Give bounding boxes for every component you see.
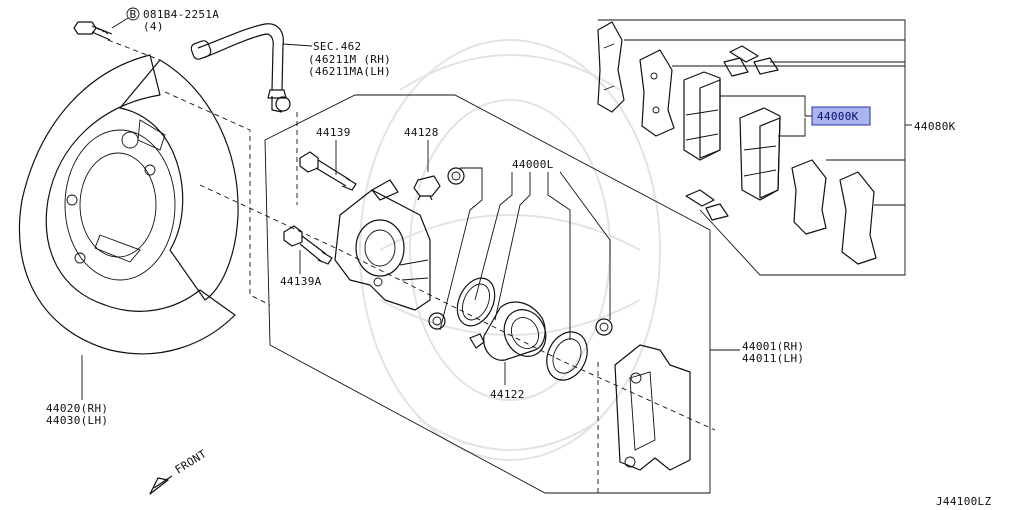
- pad-shim-inner[interactable]: [639, 49, 675, 137]
- pad-shim-outer[interactable]: [597, 21, 625, 113]
- label-caliper-lh[interactable]: 44011(LH): [742, 352, 804, 365]
- label-front: FRONT: [173, 447, 209, 476]
- pad-kit-callout[interactable]: 44000K: [811, 106, 871, 126]
- piston-seal[interactable]: [450, 272, 502, 332]
- label-hose-lh[interactable]: (46211MA(LH): [308, 65, 391, 78]
- brake-backing-plate[interactable]: [18, 54, 239, 355]
- backing-plate-bolt[interactable]: [73, 21, 113, 41]
- caliper-torque-member[interactable]: [597, 344, 691, 493]
- brake-hose[interactable]: [190, 23, 291, 113]
- label-bolt-qty: (4): [143, 20, 164, 33]
- pin-boot-upper[interactable]: [595, 318, 613, 336]
- label-bolt-ref[interactable]: 081B4-2251A: [143, 8, 219, 21]
- label-hardware-kit[interactable]: 44080K: [914, 120, 956, 133]
- pin-boot-lower[interactable]: [428, 312, 446, 330]
- piston-boot[interactable]: [539, 325, 595, 386]
- brake-pad-inner[interactable]: [739, 107, 781, 201]
- pad-shim-right-2[interactable]: [839, 171, 877, 265]
- brake-pad-outer[interactable]: [683, 71, 721, 161]
- label-pin-bolt[interactable]: 44139: [316, 126, 351, 139]
- caliper-piston[interactable]: [483, 301, 554, 363]
- caliper-body[interactable]: [334, 179, 431, 311]
- bleeder-screw[interactable]: [413, 175, 441, 201]
- label-plate-lh[interactable]: 44030(LH): [46, 414, 108, 427]
- caliper-assembly-frame: [264, 94, 740, 494]
- pad-kit-frame: [598, 19, 912, 276]
- bolt-ref-circle-icon: B: [126, 7, 140, 21]
- drawing-id: J44100LZ: [936, 495, 991, 508]
- label-piston[interactable]: 44122: [490, 388, 525, 401]
- label-caliper-rh[interactable]: 44001(RH): [742, 340, 804, 353]
- bleeder-fitting[interactable]: [469, 333, 485, 349]
- pad-retainer-clips-lower[interactable]: [685, 189, 729, 221]
- guide-pin-bolt-lower[interactable]: [283, 225, 333, 265]
- guide-pin-bolt-upper[interactable]: [299, 151, 357, 191]
- pad-retainer-clips[interactable]: [723, 45, 779, 77]
- pad-shim-right-1[interactable]: [791, 159, 827, 235]
- label-hose-rh[interactable]: (46211M (RH): [308, 53, 391, 66]
- label-plate-rh[interactable]: 44020(RH): [46, 402, 108, 415]
- front-arrow-icon: [149, 475, 173, 495]
- bleeder-cap[interactable]: [447, 167, 465, 185]
- label-pad-kit[interactable]: 44000K: [817, 110, 859, 123]
- label-sec[interactable]: SEC.462: [313, 40, 361, 53]
- label-seal-kit[interactable]: 44000L: [512, 158, 554, 171]
- label-bleeder[interactable]: 44128: [404, 126, 439, 139]
- label-pin-bolt-a[interactable]: 44139A: [280, 275, 322, 288]
- bolt-ref-circle-letter: B: [130, 8, 137, 21]
